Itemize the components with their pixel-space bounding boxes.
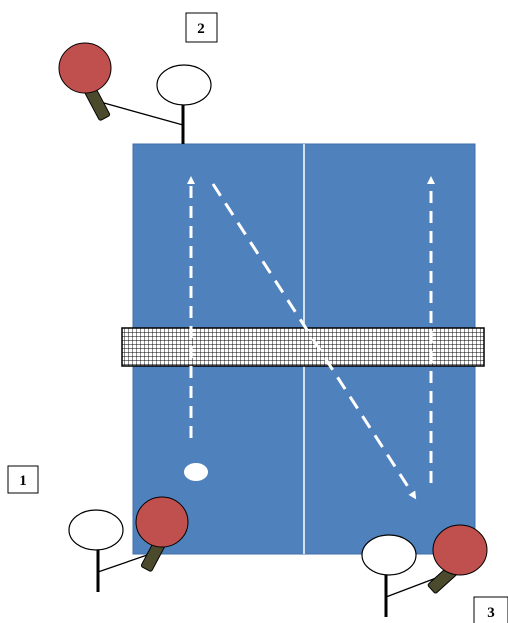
label-1: 1 bbox=[7, 465, 39, 494]
player-2 bbox=[58, 42, 212, 144]
label-2-text: 2 bbox=[197, 21, 205, 37]
player-3-head-icon bbox=[361, 534, 417, 576]
player-3-paddle-icon bbox=[427, 524, 488, 594]
label-3: 3 bbox=[473, 596, 508, 623]
player-2-head-icon bbox=[156, 64, 212, 106]
player-1-paddle-icon bbox=[135, 496, 189, 572]
label-1-text: 1 bbox=[19, 473, 27, 489]
dashed-arrow-diagonal bbox=[211, 183, 417, 500]
label-3-text: 3 bbox=[487, 605, 495, 621]
player-1 bbox=[68, 496, 189, 592]
net bbox=[121, 327, 485, 367]
player-1-head-icon bbox=[68, 509, 124, 551]
label-2: 2 bbox=[185, 12, 218, 43]
ball-icon bbox=[184, 463, 208, 481]
player-1-arm bbox=[97, 552, 154, 573]
player-3 bbox=[361, 524, 488, 617]
player-2-paddle-icon bbox=[58, 42, 112, 121]
player-2-arm bbox=[103, 102, 184, 126]
